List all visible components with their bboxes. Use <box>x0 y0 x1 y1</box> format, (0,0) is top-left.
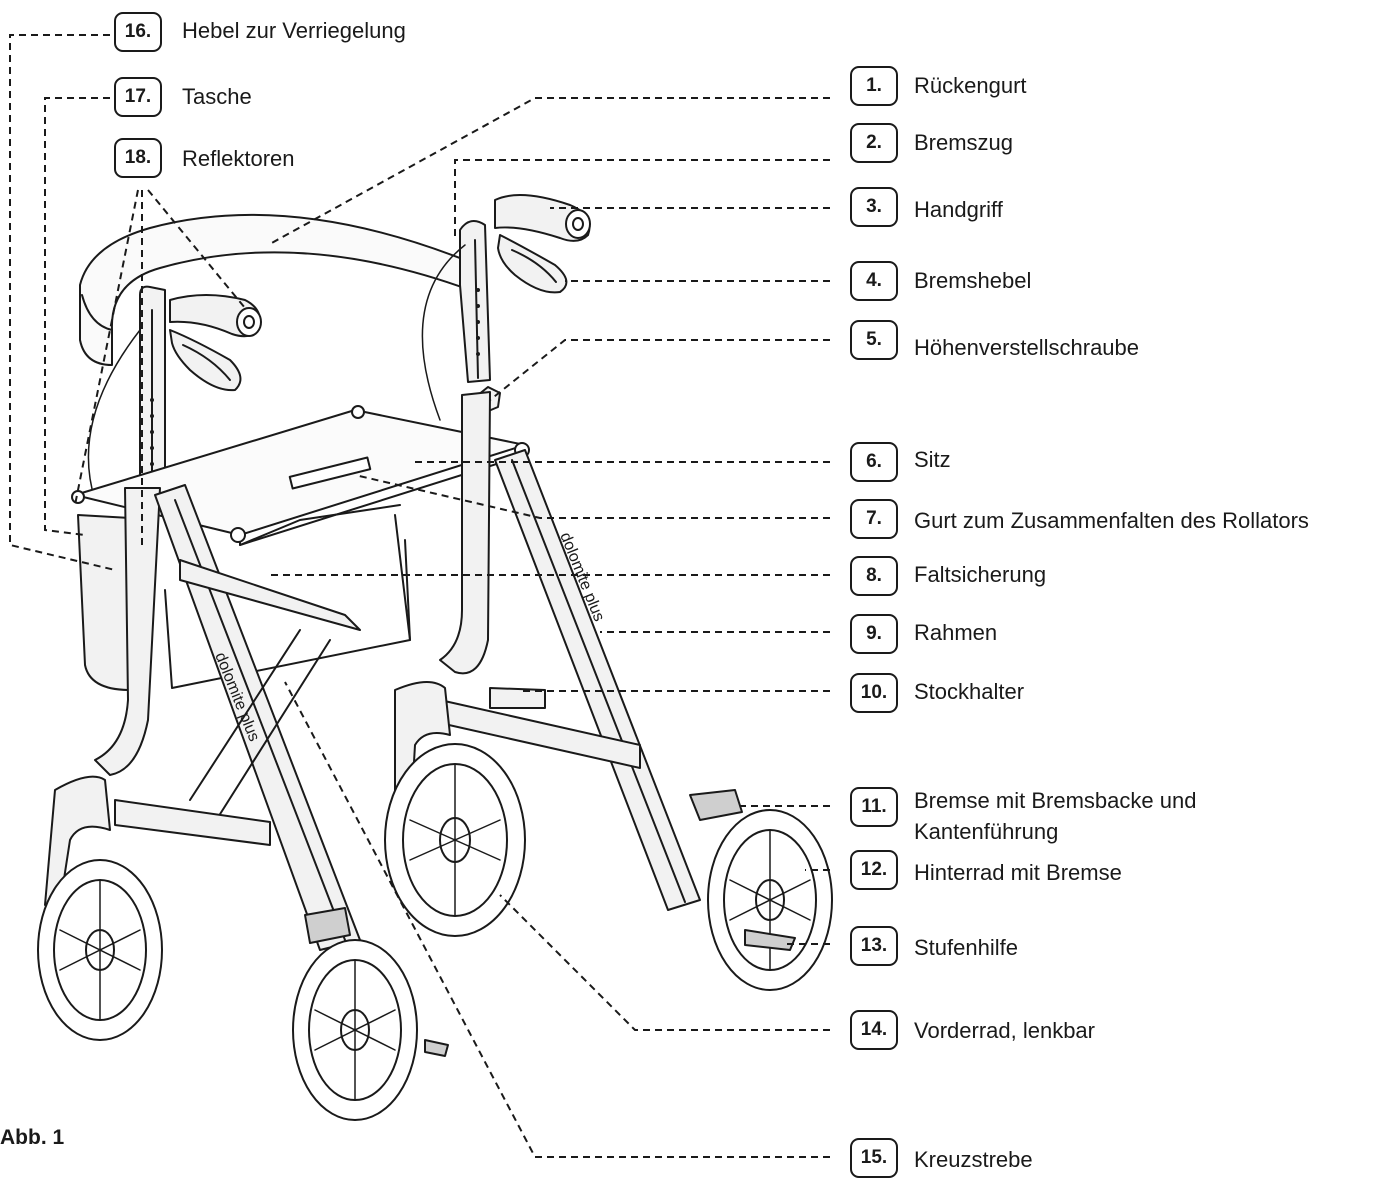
callout-label: Höhenverstellschraube <box>914 335 1140 360</box>
leader-14 <box>499 894 830 1031</box>
callout-number: 9. <box>850 614 898 654</box>
callout-number: 11. <box>850 787 898 827</box>
callout-number: 8. <box>850 556 898 596</box>
rollator-illustration: dolomite plus dolomite plus <box>37 194 833 1121</box>
callout-number: 4. <box>850 261 898 301</box>
bag <box>77 514 131 691</box>
cross-brace-a <box>179 559 361 631</box>
folding-bar <box>239 504 401 546</box>
callout-label: Rahmen <box>914 620 998 645</box>
height-adjust-holes <box>150 288 480 466</box>
callout-number: 18. <box>114 138 162 178</box>
callout-number: 14. <box>850 1010 898 1050</box>
brake-cable-right <box>421 244 466 421</box>
brake-block-right <box>689 789 743 821</box>
left-side-frame <box>154 484 361 951</box>
callout-label: Kreuzstrebe <box>914 1147 1033 1172</box>
front-left-fork <box>44 775 111 906</box>
lower-crossbar <box>114 799 271 846</box>
backrest-strap <box>79 213 471 366</box>
rear-left-wheel <box>292 939 418 1121</box>
front-left-wheel <box>37 859 163 1041</box>
callout-label: Rückengurt <box>914 73 1027 98</box>
leader-15 <box>284 681 830 1158</box>
callout-label: Hebel zur Verriegelung <box>182 18 406 43</box>
callout-label: Faltsicherung <box>914 562 1047 587</box>
leader-lines <box>9 34 830 1158</box>
callout-number: 10. <box>850 673 898 713</box>
rear-right-wheel <box>707 809 833 991</box>
cane-holder <box>489 687 546 709</box>
callout-number: 3. <box>850 187 898 227</box>
callout-number: 16. <box>114 12 162 52</box>
callout-number: 2. <box>850 123 898 163</box>
left-handle-grip <box>169 294 262 338</box>
callout-label: Bremshebel <box>914 268 1032 293</box>
leader-17 <box>44 97 110 536</box>
right-rear-post <box>459 220 491 383</box>
brake-block-left <box>304 907 351 944</box>
callout-label: Stufenhilfe <box>914 935 1018 960</box>
callout-number: 5. <box>850 320 898 360</box>
callout-number: 15. <box>850 1138 898 1178</box>
leader-1 <box>267 97 830 246</box>
leader-16 <box>9 34 116 571</box>
callout-label: Tasche <box>182 84 252 109</box>
right-brake-lever <box>497 234 568 294</box>
step-aid-right <box>744 929 796 951</box>
callout-label: Bremszug <box>914 130 1014 155</box>
leader-5 <box>489 339 830 401</box>
callout-label: Vorderrad, lenkbar <box>914 1018 1095 1043</box>
cross-brace-b <box>209 639 331 831</box>
front-left-post <box>94 487 161 776</box>
callout-label: Sitz <box>914 447 951 472</box>
callout-number: 12. <box>850 850 898 890</box>
leader-18a <box>74 189 139 506</box>
front-right-wheel <box>384 743 526 937</box>
callout-label: Bremse mit Bremsbacke und Kantenführung <box>914 788 1197 844</box>
right-handle-grip <box>494 194 591 242</box>
cross-brace-c <box>189 629 301 801</box>
callout-number: 13. <box>850 926 898 966</box>
brake-cable-left <box>87 329 141 501</box>
callout-label: Gurt zum Zusammenfalten des Rollators <box>914 508 1309 533</box>
callout-number: 6. <box>850 442 898 482</box>
callout-number: 7. <box>850 499 898 539</box>
left-brake-lever <box>169 329 242 392</box>
step-aid-left <box>424 1039 449 1057</box>
callout-number: 17. <box>114 77 162 117</box>
callout-label: Reflektoren <box>182 146 295 171</box>
callout-label: Hinterrad mit Bremse <box>914 860 1122 885</box>
callout-label: Handgriff <box>914 197 1003 222</box>
figure-caption: Abb. 1 <box>0 1126 65 1149</box>
leader-2 <box>454 159 830 240</box>
leader-18c <box>147 189 246 309</box>
callout-number: 1. <box>850 66 898 106</box>
callout-label: Stockhalter <box>914 679 1025 704</box>
leader-7 <box>354 474 830 519</box>
